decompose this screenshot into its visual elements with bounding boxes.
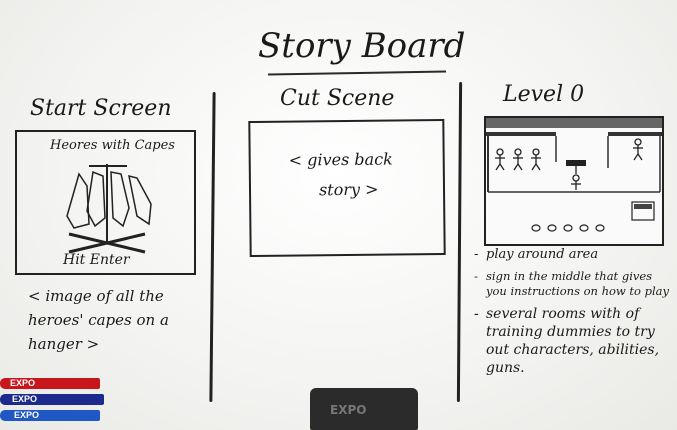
eraser [310,388,418,430]
level-notes: play around area sign in the middle that… [474,247,674,383]
level-heading: Level 0 [503,82,585,107]
cut-scene-text-line2: story > [318,179,379,200]
eraser-brand-label: EXPO [330,403,367,417]
start-screen-frame-label: Heores with Capes [50,138,175,153]
start-screen-caption: < image of all the heroes' capes on a ha… [28,287,169,353]
cut-scene-heading: Cut Scene [280,86,395,111]
level-frame [484,116,664,246]
red-marker: EXPO [0,378,100,389]
start-screen-frame-footer: Hit Enter [63,252,130,268]
navy-marker: EXPO [0,394,104,405]
marker-brand-label: EXPO [10,378,36,388]
cut-scene-frame: < gives back story > [248,118,446,258]
blue-marker: EXPO [0,410,100,421]
list-item: several rooms with of training dummies t… [474,305,674,377]
marker-brand-label: EXPO [14,410,40,420]
column-divider-left [209,91,216,403]
level-layout-sketch [486,118,662,232]
cape-hanger-sketch [66,164,152,254]
marker-brand-label: EXPO [12,394,38,404]
start-screen-heading: Start Screen [30,96,172,121]
list-item: sign in the middle that gives you instru… [474,269,674,299]
list-item: play around area [474,247,674,263]
title-underline [267,70,447,76]
cut-scene-text-line1: < gives back [288,149,393,170]
column-divider-right [456,81,463,403]
start-screen-frame: Heores with Capes Hit Enter [15,130,196,275]
board-title: Story Board [258,26,466,66]
